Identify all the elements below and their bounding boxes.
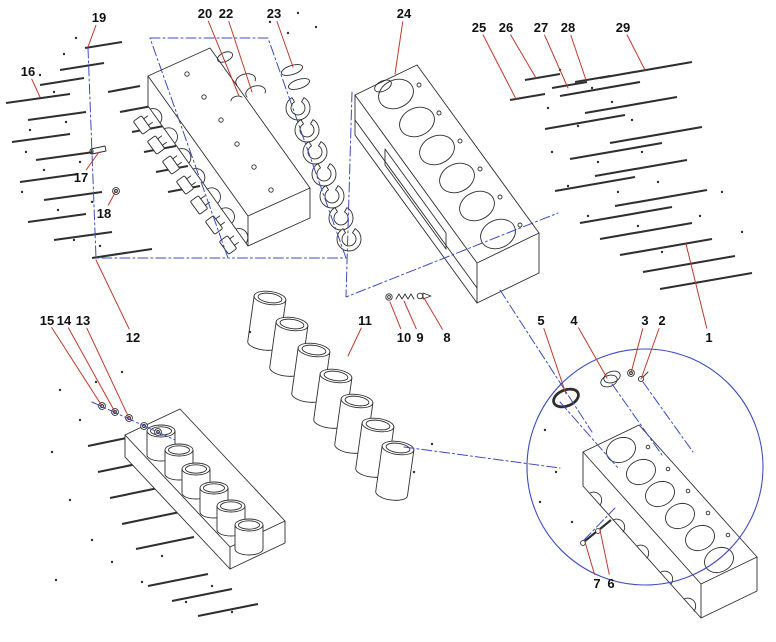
callout-label-3: 3 (641, 313, 648, 328)
callout-label-14: 14 (57, 313, 72, 328)
callout-label-25: 25 (472, 20, 486, 35)
circlip-part (235, 73, 256, 86)
callout-label-16: 16 (21, 64, 35, 79)
leader-line-9 (403, 300, 417, 330)
leader-line-6 (599, 529, 610, 575)
callout-label-10: 10 (397, 330, 411, 345)
leader-line-24 (394, 21, 404, 75)
callout-label-26: 26 (499, 20, 513, 35)
leader-line-26 (510, 34, 537, 79)
callout-label-1: 1 (705, 330, 712, 345)
crankcase-block-art (132, 47, 311, 255)
bearing-shell (319, 185, 345, 209)
callout-label-6: 6 (607, 576, 614, 591)
leader-line-18 (107, 190, 117, 206)
scattered-fasteners-art (20, 11, 744, 614)
callout-label-9: 9 (416, 330, 423, 345)
leader-line-17 (85, 151, 100, 171)
screw-part (637, 375, 645, 383)
bearing-shell (311, 163, 337, 187)
callout-label-5: 5 (537, 313, 544, 328)
leader-line-4 (578, 327, 608, 379)
leader-line-5 (543, 328, 567, 395)
leader-line-8 (423, 297, 443, 330)
cap-part (600, 374, 618, 388)
circlip-part (245, 85, 266, 98)
construction-lines (87, 37, 694, 541)
leader-line-22 (228, 21, 253, 93)
bearing-shell (302, 141, 328, 165)
leader-line-12 (95, 259, 130, 330)
installed-liners (146, 424, 264, 556)
bearing-shell (294, 119, 320, 143)
leader-line-13 (86, 327, 130, 419)
bearing-cap (218, 232, 242, 255)
leader-line-19 (87, 24, 97, 48)
callout-label-2: 2 (658, 313, 665, 328)
cylinder-liners-art (246, 288, 416, 503)
leader-line-7 (584, 541, 595, 575)
bearing-cap (175, 172, 199, 195)
callout-label-20: 20 (198, 6, 212, 21)
leader-line-15 (51, 327, 103, 407)
leader-line-1 (685, 243, 708, 329)
callout-label-28: 28 (561, 20, 575, 35)
leader-line-23 (276, 21, 294, 68)
o-ring-part (552, 387, 580, 409)
leader-line-14 (67, 327, 116, 413)
callout-label-17: 17 (74, 170, 88, 185)
leader-line-25 (482, 34, 517, 100)
leader-line-27 (544, 34, 569, 89)
spring-part (395, 293, 415, 300)
leader-line-10 (389, 301, 402, 330)
pressure-valve-parts-art (385, 292, 432, 301)
callout-label-24: 24 (397, 6, 412, 21)
callout-label-18: 18 (97, 206, 111, 221)
bearing-shells-art (230, 64, 362, 252)
callout-label-23: 23 (267, 6, 281, 21)
leader-line-3 (630, 328, 644, 374)
leader-line-11 (347, 327, 362, 357)
plug-part (385, 293, 393, 301)
leader-line-29 (626, 34, 646, 71)
leader-line-2 (640, 328, 660, 380)
callout-label-27: 27 (534, 20, 548, 35)
leader-line-20 (207, 20, 240, 97)
thrust-washer-part (230, 95, 243, 102)
callout-label-12: 12 (126, 330, 140, 345)
callout-label-7: 7 (593, 576, 600, 591)
callout-label-15: 15 (40, 313, 54, 328)
bolt-part (595, 528, 601, 534)
bolt-part (580, 540, 586, 546)
callout-label-19: 19 (92, 10, 106, 25)
lower-block-art (87, 402, 286, 618)
cylinder-block-art (354, 64, 540, 304)
bearing-shell (336, 228, 362, 252)
detail-view-circle (526, 348, 764, 586)
leader-line-28 (570, 35, 587, 81)
valve-part (416, 292, 424, 300)
callout-label-11: 11 (358, 313, 372, 328)
callout-label-22: 22 (219, 6, 233, 21)
callout-label-29: 29 (616, 20, 630, 35)
detail-view-art (526, 348, 764, 619)
callout-label-8: 8 (443, 330, 450, 345)
leader-line-16 (31, 78, 41, 98)
callout-label-4: 4 (570, 313, 578, 328)
callout-label-13: 13 (76, 313, 90, 328)
stud-field-right-art (509, 60, 753, 291)
bearing-shell (285, 97, 311, 121)
leader-lines-layer (31, 20, 708, 575)
